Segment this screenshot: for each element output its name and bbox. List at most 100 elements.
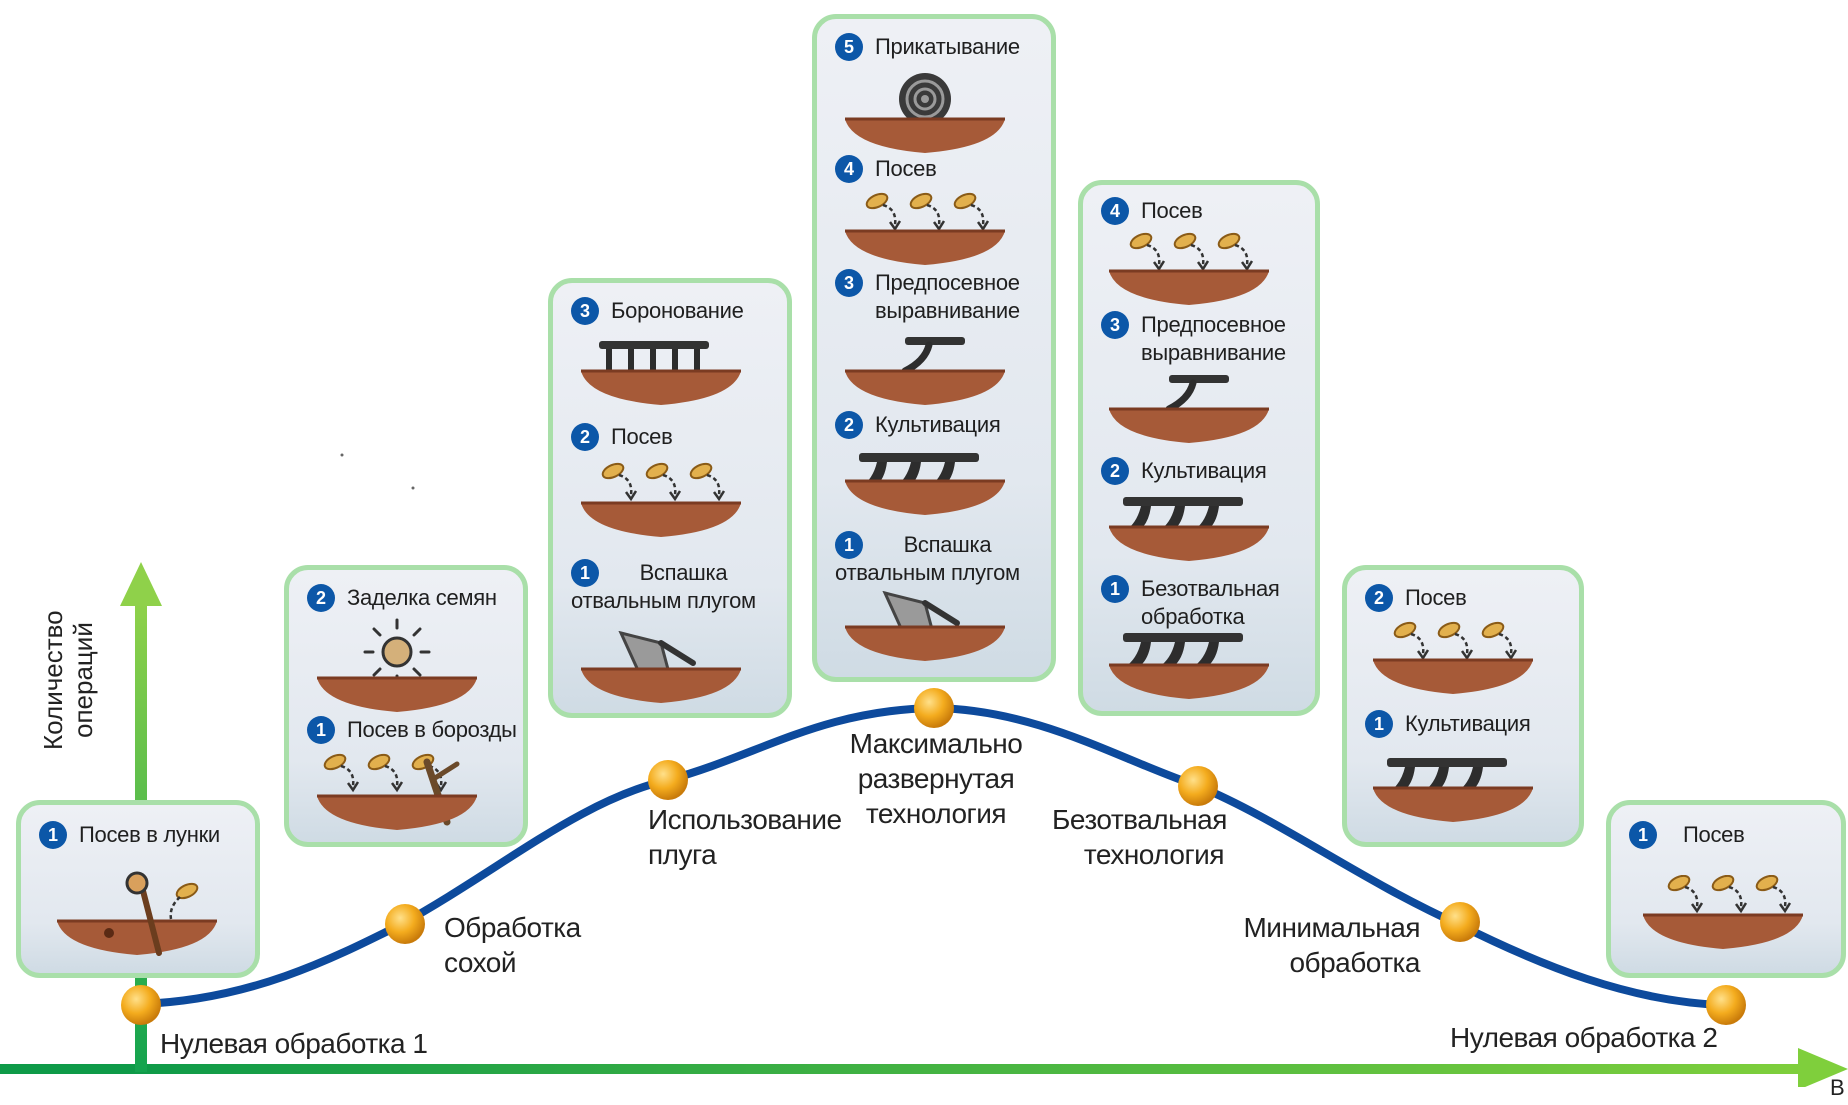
ploughing-illustration [579, 631, 743, 705]
step-label: Предпосевное выравнивание [875, 269, 1020, 325]
panel-step: 1 Вспашка отвальным плугом [835, 531, 1020, 587]
panel-plough: 3 Боронование 2 Посев 1 Вс [548, 278, 792, 718]
sowing-illustration [1371, 620, 1535, 696]
soil-icon [579, 667, 743, 705]
panel-step: 2 Посев [571, 423, 673, 451]
step-label: Посев [875, 156, 937, 181]
direct-sowing-illustration [1641, 875, 1805, 951]
panel-step: 3 Предпосевное выравнивание [835, 269, 1020, 325]
step-label: Культивация [875, 412, 1001, 437]
dibble-stick-icon [125, 871, 162, 956]
sowing-illustration [843, 191, 1007, 267]
leveler-icon [1169, 375, 1229, 409]
step-number: 1 [1629, 821, 1657, 849]
stage-label-plough: Использование плуга [648, 802, 842, 872]
step-label-line: Безотвальная [1141, 576, 1280, 601]
node-maximum-technology [914, 688, 954, 728]
step-number: 2 [835, 411, 863, 439]
seed-icon [863, 191, 990, 231]
step-label: Посев [1141, 198, 1203, 223]
x-axis [130, 1064, 1810, 1074]
roller-icon [899, 73, 951, 125]
furrow-sowing-illustration [315, 752, 479, 832]
soil-icon [1107, 525, 1271, 563]
step-label-line: отвальным плугом [571, 588, 756, 613]
step-label: Заделка семян [347, 585, 497, 610]
panel-zero-tillage-1: 1 Посев в лунки [16, 800, 260, 978]
seed-hole [104, 928, 114, 938]
soil-icon [843, 229, 1007, 267]
stage-label-zero-tillage-2: Нулевая обработка 2 [1450, 1022, 1718, 1053]
step-label: Посев [611, 424, 673, 449]
panel-maximum-technology: 5 Прикатывание 4 Посев 3 Предпосевное вы… [812, 14, 1056, 682]
seed-icon [1127, 231, 1254, 271]
step-label-line: отвальным плугом [835, 560, 1020, 585]
step-label: Посев [1683, 822, 1745, 847]
step-number: 2 [1101, 457, 1129, 485]
soil-icon [1371, 658, 1535, 696]
step-number: 2 [1365, 584, 1393, 612]
dibble-sowing-illustration [55, 871, 219, 957]
step-label: Вспашка отвальным плугом [571, 559, 756, 615]
panel-step: 1 Культивация [1365, 710, 1531, 738]
x-axis-arrow [1798, 1048, 1848, 1087]
step-label-line: обработка [1141, 604, 1245, 629]
cultivation-illustration [1371, 758, 1535, 824]
seed-covering-illustration [315, 618, 479, 714]
soil-icon [843, 117, 1007, 155]
stage-label-minimal-tillage: Минимальная обработка [1238, 910, 1420, 980]
soil-icon [1371, 786, 1535, 824]
panel-step: 3 Боронование [571, 297, 744, 325]
step-number: 3 [1101, 311, 1129, 339]
node-minimal-tillage [1440, 902, 1480, 942]
soil-icon [843, 625, 1007, 663]
panel-step: 5 Прикатывание [835, 33, 1020, 61]
moldboard-free-tillage-illustration [1107, 633, 1271, 701]
sowing-illustration [579, 459, 743, 539]
cultivator-icon [1123, 633, 1243, 667]
soil-icon [1107, 269, 1271, 307]
cultivation-illustration [1107, 497, 1271, 563]
step-label-line: Предпосевное [1141, 312, 1286, 337]
rolling-illustration [843, 73, 1007, 155]
panel-step: 2 Посев [1365, 584, 1467, 612]
step-number: 2 [571, 423, 599, 451]
step-label: Посев [1405, 585, 1467, 610]
stage-label-line: технология [865, 798, 1007, 829]
panel-step: 1 Посев в борозды [307, 716, 517, 744]
step-number: 1 [571, 559, 599, 587]
step-label: Посев в борозды [347, 717, 517, 742]
panel-sokha: 2 Заделка семян 1 Посев в борозды [284, 565, 528, 847]
sowing-illustration [1107, 231, 1271, 307]
panel-step: 4 Посев [1101, 197, 1203, 225]
panel-zero-tillage-2: 1 Посев [1606, 800, 1846, 978]
node-zero-tillage-1 [121, 985, 161, 1025]
stage-label-zero-tillage-1: Нулевая обработка 1 [160, 1028, 428, 1059]
panel-step: 2 Культивация [835, 411, 1001, 439]
soil-icon [1107, 663, 1271, 701]
soil-icon [1107, 407, 1271, 445]
step-label: Предпосевное выравнивание [1141, 311, 1286, 367]
step-label: Боронование [611, 298, 744, 323]
step-number: 4 [835, 155, 863, 183]
soil-icon [843, 369, 1007, 407]
ploughing-illustration [843, 591, 1007, 663]
seed-icon [599, 459, 726, 501]
step-label: Посев в лунки [79, 822, 220, 847]
step-number: 1 [835, 531, 863, 559]
step-label-line: выравнивание [1141, 340, 1286, 365]
panel-step: 1 Безотвальная обработка [1101, 575, 1280, 631]
stage-label-sokha: Обработка сохой [444, 910, 581, 980]
panel-step: 4 Посев [835, 155, 937, 183]
panel-moldboard-free: 4 Посев 3 Предпосевное выравнивание 2 Ку… [1078, 180, 1320, 716]
step-number: 3 [571, 297, 599, 325]
step-label: Культивация [1405, 711, 1531, 736]
harrowing-illustration [579, 341, 743, 407]
soil-icon [315, 794, 479, 832]
stray-dot [340, 453, 344, 457]
panel-step: 2 Заделка семян [307, 584, 497, 612]
step-label: Культивация [1141, 458, 1267, 483]
panel-step: 1 Посев [1629, 821, 1745, 849]
y-axis-arrow [120, 562, 162, 606]
